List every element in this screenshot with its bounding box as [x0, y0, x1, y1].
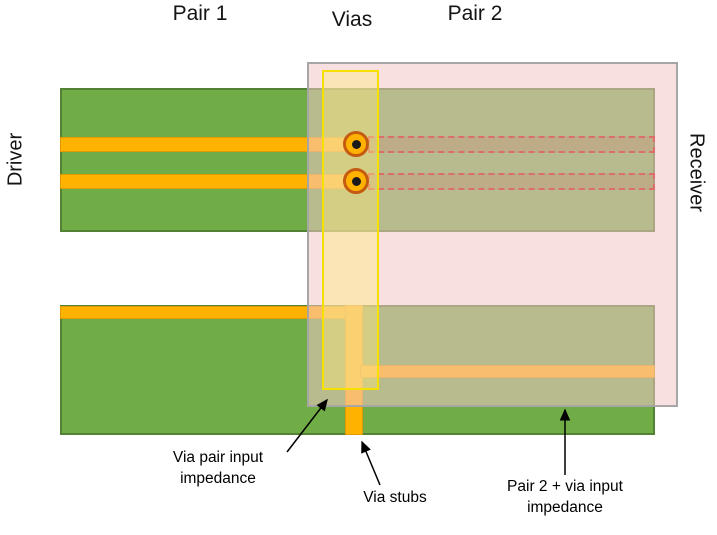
via-lower-drill-icon: [351, 176, 361, 186]
receiver-region-overlay: [307, 62, 678, 407]
arrow-via-stubs: [361, 440, 381, 486]
annotation-via-stubs: Via stubs: [363, 489, 427, 506]
vias-region-overlay: [322, 70, 379, 390]
label-driver: Driver: [4, 132, 27, 187]
annotation-via-pair-input-impedance: Via pair input impedance: [172, 449, 264, 487]
via-lower: [343, 168, 369, 194]
label-vias: Vias: [331, 8, 373, 31]
label-pair2: Pair 2: [447, 2, 503, 25]
label-pair1: Pair 1: [172, 2, 228, 25]
label-receiver: Receiver: [685, 133, 708, 212]
via-upper: [343, 131, 369, 157]
annotation-pair2-via-input-impedance: Pair 2 + via input impedance: [507, 478, 623, 516]
via-upper-drill-icon: [351, 139, 361, 149]
